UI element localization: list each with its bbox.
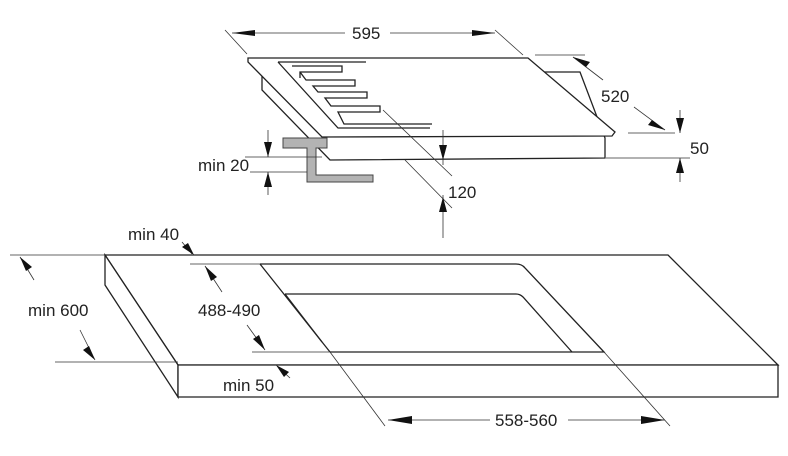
dimension-width: 595 bbox=[224, 24, 524, 56]
bracket bbox=[282, 137, 374, 183]
min-50-label: min 50 bbox=[223, 376, 274, 395]
cutout bbox=[259, 263, 671, 427]
dimension-height: 50 bbox=[606, 110, 709, 182]
min-40-label: min 40 bbox=[128, 225, 179, 244]
width-label: 595 bbox=[352, 24, 380, 43]
dimension-120: 120 bbox=[382, 109, 476, 238]
min-20-label: min 20 bbox=[198, 156, 249, 175]
dimension-min-40: min 40 bbox=[128, 225, 194, 255]
dimension-min-50: min 50 bbox=[223, 365, 291, 395]
clearance-120-label: 120 bbox=[448, 183, 476, 202]
depth-label: 520 bbox=[601, 87, 629, 106]
dimension-depth: 520 bbox=[535, 54, 675, 134]
height-label: 50 bbox=[690, 139, 709, 158]
cutout-depth-label: 488-490 bbox=[198, 301, 260, 320]
dimension-cutout-depth: 488-490 bbox=[190, 263, 330, 353]
cutout-width-label: 558-560 bbox=[495, 411, 557, 430]
dimension-min-600: min 600 bbox=[10, 254, 178, 363]
min-600-label: min 600 bbox=[28, 301, 88, 320]
dimension-min-20: min 20 bbox=[198, 130, 322, 195]
dimension-cutout-width: 558-560 bbox=[388, 411, 665, 430]
hob bbox=[247, 57, 616, 161]
countertop bbox=[103, 252, 780, 400]
